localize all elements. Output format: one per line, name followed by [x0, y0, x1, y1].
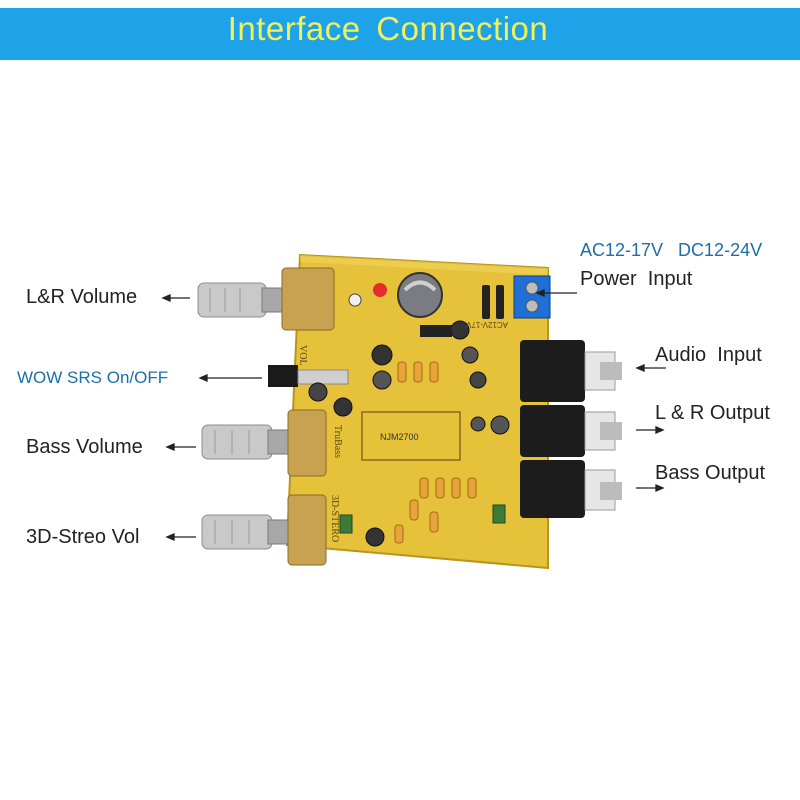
rca-jack-audio-input — [520, 340, 622, 402]
header-banner — [0, 8, 800, 60]
lr-volume-knob — [197, 267, 335, 331]
label-lr-output: L & R Output — [655, 402, 770, 424]
label-bass-volume: Bass Volume — [26, 436, 143, 458]
label-power-spec: AC12-17V DC12-24V — [580, 240, 763, 260]
silk-power: AC12V-17V — [466, 320, 508, 329]
chip-outline — [361, 411, 461, 461]
silk-vol: VOL — [297, 345, 308, 366]
silk-trubass: TruBass — [332, 425, 343, 458]
rca-jack-bass-output — [520, 460, 622, 518]
power-terminal — [513, 275, 551, 319]
bass-volume-knob — [201, 409, 327, 477]
rca-jack-lr-output — [520, 405, 622, 457]
label-wow-srs: WOW SRS On/OFF — [17, 368, 169, 387]
label-lr-volume: L&R Volume — [26, 286, 138, 308]
wow-switch — [268, 365, 298, 387]
chip-label: NJM2700 — [380, 432, 419, 442]
label-3d-stereo-vol: 3D-Streo Vol — [26, 526, 140, 548]
label-bass-output: Bass Output — [655, 462, 766, 484]
3d-stereo-knob — [201, 494, 327, 566]
page-title: Interface Connection — [227, 10, 549, 47]
label-audio-input: Audio Input — [655, 344, 762, 366]
label-power-input: Power Input — [580, 268, 693, 290]
capacitor — [397, 272, 443, 318]
silk-3d: 3D-STERO — [329, 495, 340, 542]
